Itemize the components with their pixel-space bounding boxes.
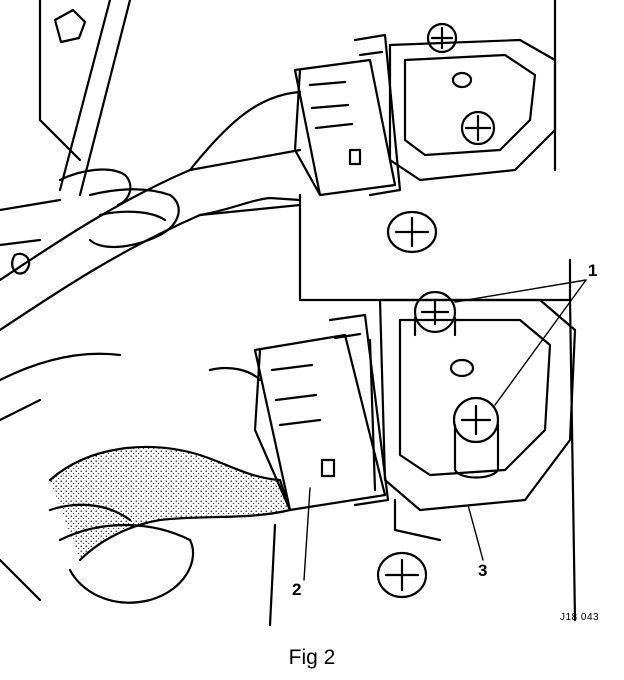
callout-2: 2 [292, 580, 302, 599]
module-screws [413, 290, 500, 479]
wiring-harness [0, 0, 302, 422]
leader-lines [303, 279, 587, 581]
callout-1: 1 [588, 261, 598, 280]
lower-plate-screw [376, 551, 428, 599]
lower-ignition-module [378, 298, 577, 542]
callout-3: 3 [478, 561, 488, 580]
upper-ignition-module [388, 22, 557, 182]
lower-cable [0, 366, 292, 604]
drawing-reference: J18 043 [560, 612, 600, 623]
upper-connector [293, 33, 402, 197]
line-drawing [0, 0, 587, 627]
figure-caption: Fig 2 [288, 646, 336, 669]
upper-plate-screw [386, 210, 438, 254]
